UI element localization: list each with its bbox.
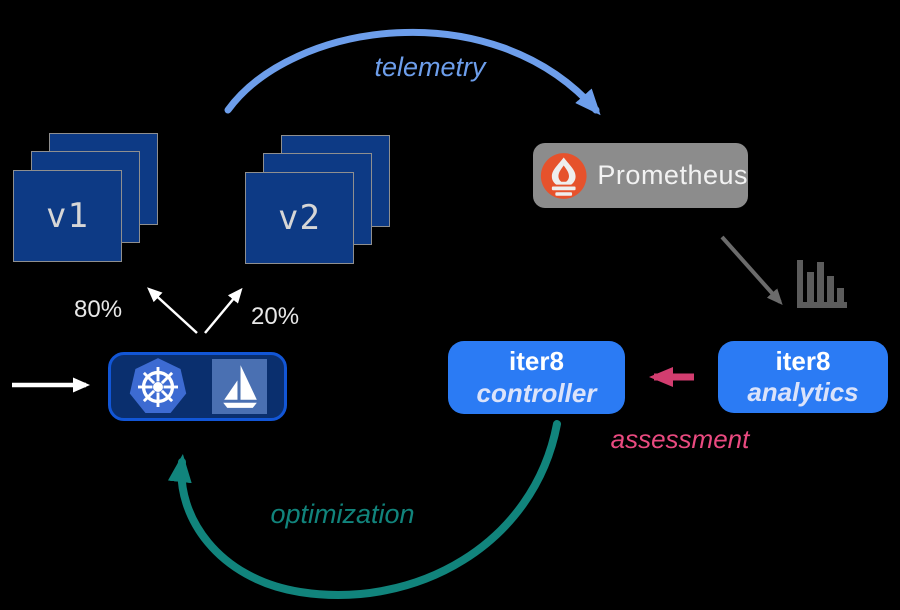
controller-subtitle: controller [476, 377, 597, 408]
analytics-title: iter8 [775, 345, 831, 376]
optimization-label: optimization [270, 499, 415, 529]
bar-chart-shapes [797, 260, 847, 308]
v1-replica-card-front: v1 [13, 170, 122, 262]
v1-replica-stack: v1 [13, 133, 159, 263]
kubernetes-istio-box [108, 352, 287, 421]
bar-chart-icon [797, 260, 847, 308]
v2-replica-card-front: v2 [245, 172, 354, 264]
traffic-split-v1-label: 80% [74, 296, 123, 323]
telemetry-label: telemetry [374, 52, 486, 82]
prometheus-flame-inner [558, 164, 569, 182]
kubernetes-icon [129, 357, 187, 413]
traffic-split-arrow-v1 [147, 287, 198, 334]
prometheus-icon [540, 152, 587, 199]
prometheus-node: Prometheus [533, 143, 748, 208]
controller-title: iter8 [509, 346, 564, 377]
iter8-controller-node: iter8 controller [448, 341, 625, 414]
prometheus-label: Prometheus [597, 160, 748, 190]
assessment-label: assessment [610, 424, 750, 454]
traffic-split-arrow-v2 [204, 287, 243, 334]
v2-label: v2 [278, 198, 321, 238]
metrics-arrow [720, 235, 783, 305]
istio-icon [212, 359, 267, 414]
traffic-split-v2-label: 20% [251, 303, 300, 330]
analytics-subtitle: analytics [747, 377, 859, 407]
telemetry-arrow [224, 28, 601, 116]
v1-label: v1 [46, 196, 89, 236]
helm-wheel [138, 366, 178, 407]
optimization-arrow [167, 420, 561, 599]
iter8-analytics-node: iter8 analytics [718, 341, 888, 413]
v2-replica-stack: v2 [245, 135, 391, 265]
